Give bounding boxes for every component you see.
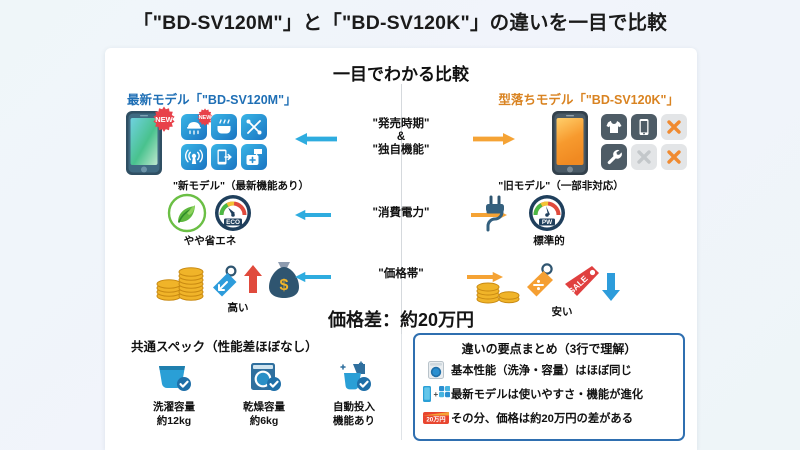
coin-stack-small-icon bbox=[475, 272, 523, 304]
arrow-right-orange-row1 bbox=[473, 130, 515, 148]
price-card-badge: 20万円 bbox=[426, 417, 445, 424]
wifi-signal-icon bbox=[181, 144, 207, 170]
arrow-up-red-icon bbox=[243, 264, 263, 294]
bottom-divider bbox=[401, 334, 402, 440]
price-card-icon: 20万円 bbox=[421, 410, 451, 426]
spec-item-wash-capacity: 洗濯容量 約12kg bbox=[129, 360, 219, 428]
summary-text-2: 最新モデルは使いやすさ・機能が進化 bbox=[451, 389, 644, 401]
chat-plus-icon bbox=[241, 144, 267, 170]
cross-orange-icon bbox=[661, 144, 687, 170]
row1-center-line1: "発売時期" bbox=[372, 118, 430, 130]
auto-dispense-icon bbox=[331, 360, 377, 394]
cross-gray-icon bbox=[631, 144, 657, 170]
row1-left-group: NEW NEW bbox=[123, 106, 309, 192]
spec-dry-label2: 約6kg bbox=[249, 415, 279, 428]
phone-plus-apps-icon: + bbox=[421, 384, 451, 404]
gauge-pw-icon: PW bbox=[527, 193, 567, 233]
price-tag-up-icon bbox=[209, 264, 243, 300]
page-title: 「"BD-SV120M"」と「"BD-SV120K"」の違いを一目で比較 bbox=[133, 12, 667, 34]
summary-panel: 違いの要点まとめ（3行で理解） 基本性能（洗浄・容量）はほぼ同じ bbox=[413, 333, 685, 441]
svg-text:NEW: NEW bbox=[155, 115, 173, 124]
tools-icon bbox=[241, 114, 267, 140]
common-specs-list: 洗濯容量 約12kg 乾燥容量 bbox=[129, 360, 401, 428]
row3-right-caption: 安い bbox=[551, 306, 573, 318]
column-header-right: 型落ちモデル「"BD-SV120K"」 bbox=[498, 93, 679, 107]
spec-item-auto-dispense: 自動投入 機能あり bbox=[309, 360, 399, 428]
shower-head-icon: NEW bbox=[181, 108, 213, 140]
vertical-divider bbox=[401, 84, 402, 346]
pot-steam-icon bbox=[211, 114, 237, 140]
comparison-card: 一目でわかる比較 最新モデル「"BD-SV120M"」 型落ちモデル「"BD-S… bbox=[105, 48, 697, 450]
row1-center-label: "発売時期" & "独自機能" bbox=[335, 118, 467, 157]
gauge-pw-label: PW bbox=[542, 219, 553, 226]
row2-left-group: ECO やや省エネ bbox=[167, 193, 253, 247]
arrow-down-blue-icon bbox=[601, 272, 621, 302]
spec-wash-label1: 洗濯容量 bbox=[153, 401, 195, 413]
row3-center-label: "価格帯" bbox=[378, 268, 424, 280]
phone-gray-icon bbox=[631, 114, 657, 140]
summary-heading: 違いの要点まとめ（3行で理解） bbox=[461, 342, 637, 356]
coin-stack-icon bbox=[155, 256, 207, 302]
row2-right-group: PW 標準的 bbox=[477, 193, 567, 247]
smartphone-orange-icon bbox=[549, 110, 591, 176]
summary-text-3: その分、価格は約20万円の差がある bbox=[451, 413, 634, 425]
summary-text-1: 基本性能（洗浄・容量）はほぼ同じ bbox=[451, 365, 632, 377]
row1-right-group: "旧モデル"（一部非対応） bbox=[498, 110, 687, 192]
row2-right-caption: 標準的 bbox=[533, 235, 565, 247]
spec-wash-label2: 約12kg bbox=[156, 415, 192, 428]
leaf-eco-icon bbox=[167, 193, 207, 233]
common-specs-panel: 共通スペック（性能差ほぼなし） 洗濯容量 約12kg bbox=[123, 336, 403, 441]
row2-center-label: "消費電力" bbox=[372, 207, 430, 219]
row3-left-caption: 高い bbox=[227, 302, 249, 314]
tshirt-icon bbox=[601, 114, 627, 140]
common-specs-heading: 共通スペック（性能差ほぼなし） bbox=[131, 340, 318, 354]
wash-tub-icon bbox=[151, 360, 197, 394]
svg-text:NEW: NEW bbox=[199, 115, 213, 121]
cross-orange-icon bbox=[661, 114, 687, 140]
spec-item-dry-capacity: 乾燥容量 約6kg bbox=[219, 360, 309, 428]
row1-right-caption: "旧モデル"（一部非対応） bbox=[498, 180, 624, 192]
comparison-row-power: ECO やや省エネ "消費電力" bbox=[105, 193, 697, 255]
svg-text:$: $ bbox=[280, 277, 289, 294]
smartphone-teal-icon: NEW bbox=[123, 106, 175, 176]
summary-line-2: + 最新モデルは使いやすさ・機能が進化 bbox=[421, 383, 683, 405]
comparison-row-features: NEW NEW bbox=[105, 106, 697, 192]
row3-right-group: SALE 安い bbox=[475, 258, 621, 318]
arrow-left-blue-row3 bbox=[295, 268, 331, 286]
summary-line-1: 基本性能（洗浄・容量）はほぼ同じ bbox=[421, 359, 683, 381]
arrow-left-blue-row1 bbox=[295, 130, 337, 148]
row3-left-group: $ 高い bbox=[155, 256, 303, 314]
card-title: 一目でわかる比較 bbox=[333, 65, 469, 84]
feature-icon-grid-new: NEW bbox=[181, 108, 267, 170]
feature-icon-grid-old bbox=[601, 114, 687, 170]
arrow-left-blue-row2 bbox=[295, 206, 331, 224]
money-bag-icon: $ bbox=[265, 260, 303, 300]
gauge-eco-label: ECO bbox=[226, 219, 240, 226]
price-difference-text: 価格差：約20万円 bbox=[327, 310, 475, 330]
column-header-left: 最新モデル「"BD-SV120M"」 bbox=[127, 93, 297, 107]
sale-tag-icon: SALE bbox=[561, 264, 601, 302]
spec-auto-label2: 機能あり bbox=[333, 415, 375, 428]
row1-left-caption: "新モデル"（最新機能あり） bbox=[173, 180, 309, 192]
summary-line-3: 20万円 その分、価格は約20万円の差がある bbox=[421, 407, 683, 429]
dryer-drum-icon bbox=[241, 360, 287, 394]
phone-export-icon bbox=[211, 144, 237, 170]
comparison-row-price: $ 高い "価格帯" bbox=[105, 256, 697, 322]
price-tag-down-icon bbox=[523, 262, 559, 302]
row1-center-line2: & bbox=[396, 130, 406, 143]
arrow-right-orange-row3 bbox=[467, 268, 503, 286]
spec-auto-label1: 自動投入 bbox=[333, 401, 375, 413]
wrench-icon bbox=[601, 144, 627, 170]
svg-text:+: + bbox=[434, 390, 439, 399]
spec-dry-label1: 乾燥容量 bbox=[243, 401, 285, 413]
power-plug-icon bbox=[477, 193, 519, 235]
gauge-eco-icon: ECO bbox=[213, 193, 253, 233]
washer-front-icon bbox=[421, 360, 451, 380]
row1-center-line3: "独自機能" bbox=[372, 143, 430, 156]
row2-left-caption: やや省エネ bbox=[183, 235, 237, 247]
